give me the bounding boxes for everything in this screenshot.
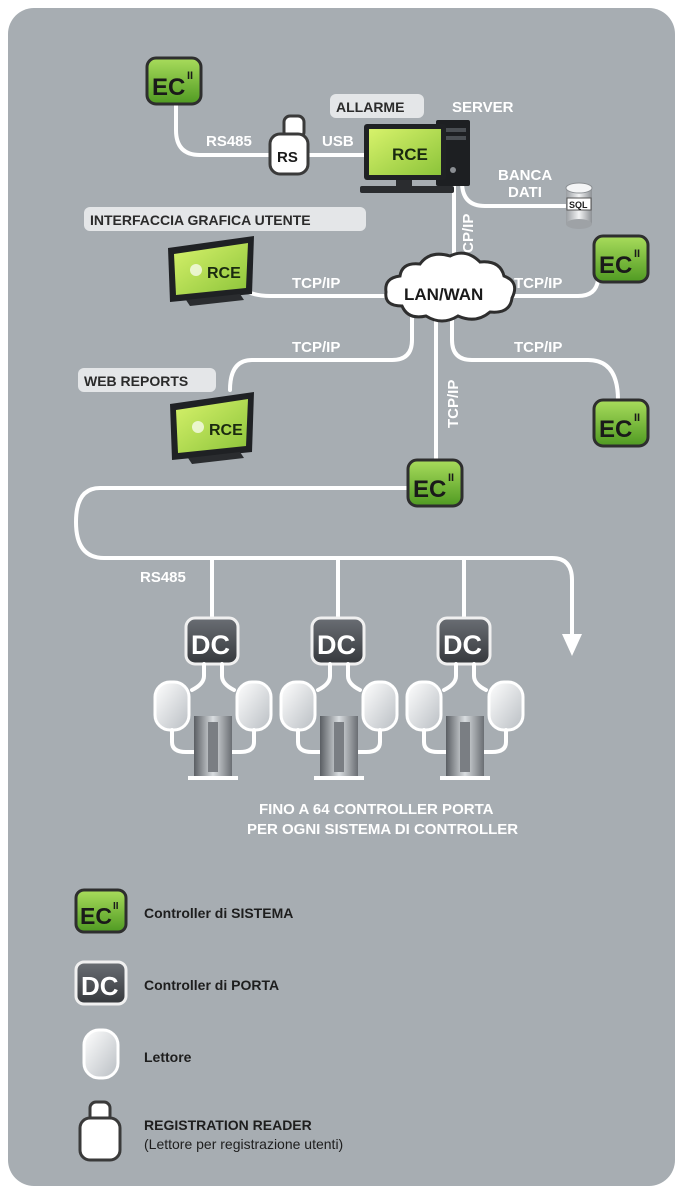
gui-tag: INTERFACCIA GRAFICA UTENTE bbox=[84, 207, 366, 231]
svg-text:II: II bbox=[634, 412, 640, 424]
tcpip-web-label: TCP/IP bbox=[292, 339, 340, 356]
legend-registration-reader: REGISTRATION READER (Lettore per registr… bbox=[78, 1100, 343, 1162]
allarme-tag: ALLARME bbox=[330, 94, 424, 118]
banca-label: BANCA bbox=[498, 167, 552, 184]
gui-monitor-icon: RCE bbox=[168, 236, 254, 306]
svg-text:EC: EC bbox=[599, 416, 632, 443]
rs-registration-reader-icon: RS bbox=[268, 114, 310, 176]
allarme-label: ALLARME bbox=[336, 99, 404, 115]
svg-text:DC: DC bbox=[317, 630, 356, 660]
ec-label: EC bbox=[152, 74, 185, 101]
gui-screen-logo: RCE bbox=[207, 265, 241, 282]
fino-line2-label: PER OGNI SISTEMA DI CONTROLLER bbox=[247, 821, 518, 838]
rs-label: RS bbox=[277, 149, 298, 166]
tcpip-vertical-bottom-label: TCP/IP bbox=[445, 380, 462, 428]
sql-database-icon: SQL bbox=[565, 182, 593, 229]
tcpip-right-lower-label: TCP/IP bbox=[514, 339, 562, 356]
tcpip-right-upper-label: TCP/IP bbox=[514, 275, 562, 292]
dc-controller bbox=[310, 616, 366, 666]
legend-reg-label: REGISTRATION READER bbox=[144, 1117, 312, 1133]
reader-icon bbox=[279, 680, 317, 732]
svg-text:DC: DC bbox=[443, 630, 482, 660]
lan-wan-cloud-icon: LAN/WAN bbox=[384, 251, 517, 323]
web-reports-label: WEB REPORTS bbox=[84, 373, 188, 389]
dc-controller bbox=[436, 616, 492, 666]
svg-text:DC: DC bbox=[81, 971, 119, 1001]
server-screen-logo: RCE bbox=[392, 145, 428, 164]
legend-ec-label: Controller di SISTEMA bbox=[144, 905, 293, 921]
legend-ec: EC II Controller di SISTEMA bbox=[74, 888, 293, 934]
svg-text:EC: EC bbox=[413, 476, 446, 503]
wires bbox=[74, 102, 620, 656]
svg-text:EC: EC bbox=[599, 252, 632, 279]
svg-text:EC: EC bbox=[80, 903, 112, 929]
legend: EC II Controller di SISTEMA DC Controlle… bbox=[74, 888, 343, 1162]
door-group-3: DC bbox=[405, 616, 525, 780]
gui-label: INTERFACCIA GRAFICA UTENTE bbox=[90, 212, 311, 228]
tcpip-vertical-top-label: TCP/IP bbox=[460, 214, 477, 262]
reader-icon bbox=[487, 680, 525, 732]
rs485-top-label: RS485 bbox=[206, 133, 252, 150]
web-reports-monitor-icon: RCE bbox=[170, 392, 254, 464]
svg-text:II: II bbox=[448, 472, 454, 484]
fino-line1-label: FINO A 64 CONTROLLER PORTA bbox=[259, 801, 494, 818]
dati-label: DATI bbox=[508, 184, 542, 201]
tcpip-gui-label: TCP/IP bbox=[292, 275, 340, 292]
ec-sup-label: II bbox=[187, 70, 193, 82]
svg-text:DC: DC bbox=[191, 630, 230, 660]
svg-text:II: II bbox=[113, 901, 119, 912]
legend-reader: Lettore bbox=[82, 1028, 192, 1080]
lanwan-label: LAN/WAN bbox=[404, 285, 483, 304]
web-reports-tag: WEB REPORTS bbox=[78, 368, 216, 392]
reader-icon bbox=[235, 680, 273, 732]
ec-controller-bottom: EC II bbox=[406, 458, 464, 508]
reader-icon bbox=[153, 680, 191, 732]
reader-icon bbox=[405, 680, 443, 732]
door-group-2: DC bbox=[279, 616, 399, 780]
legend-reg-sublabel: (Lettore per registrazione utenti) bbox=[144, 1136, 343, 1152]
legend-dc: DC Controller di PORTA bbox=[74, 960, 279, 1006]
server-computer-icon: RCE bbox=[360, 120, 470, 193]
door-group-1: DC bbox=[153, 616, 273, 780]
svg-text:II: II bbox=[634, 248, 640, 260]
dc-controller bbox=[184, 616, 240, 666]
rs485-bottom-label: RS485 bbox=[140, 569, 186, 586]
web-screen-logo: RCE bbox=[209, 422, 243, 439]
ec-controller-right-lower: EC II bbox=[592, 398, 650, 448]
legend-dc-label: Controller di PORTA bbox=[144, 977, 279, 993]
reader-icon bbox=[361, 680, 399, 732]
usb-label: USB bbox=[322, 133, 354, 150]
bus-arrow-icon bbox=[562, 634, 582, 656]
server-label: SERVER bbox=[452, 99, 514, 116]
legend-reader-label: Lettore bbox=[144, 1049, 192, 1065]
ec-controller-right-upper: EC II bbox=[592, 234, 650, 284]
sql-label: SQL bbox=[569, 200, 588, 210]
ec-controller-top: EC II bbox=[145, 56, 203, 106]
